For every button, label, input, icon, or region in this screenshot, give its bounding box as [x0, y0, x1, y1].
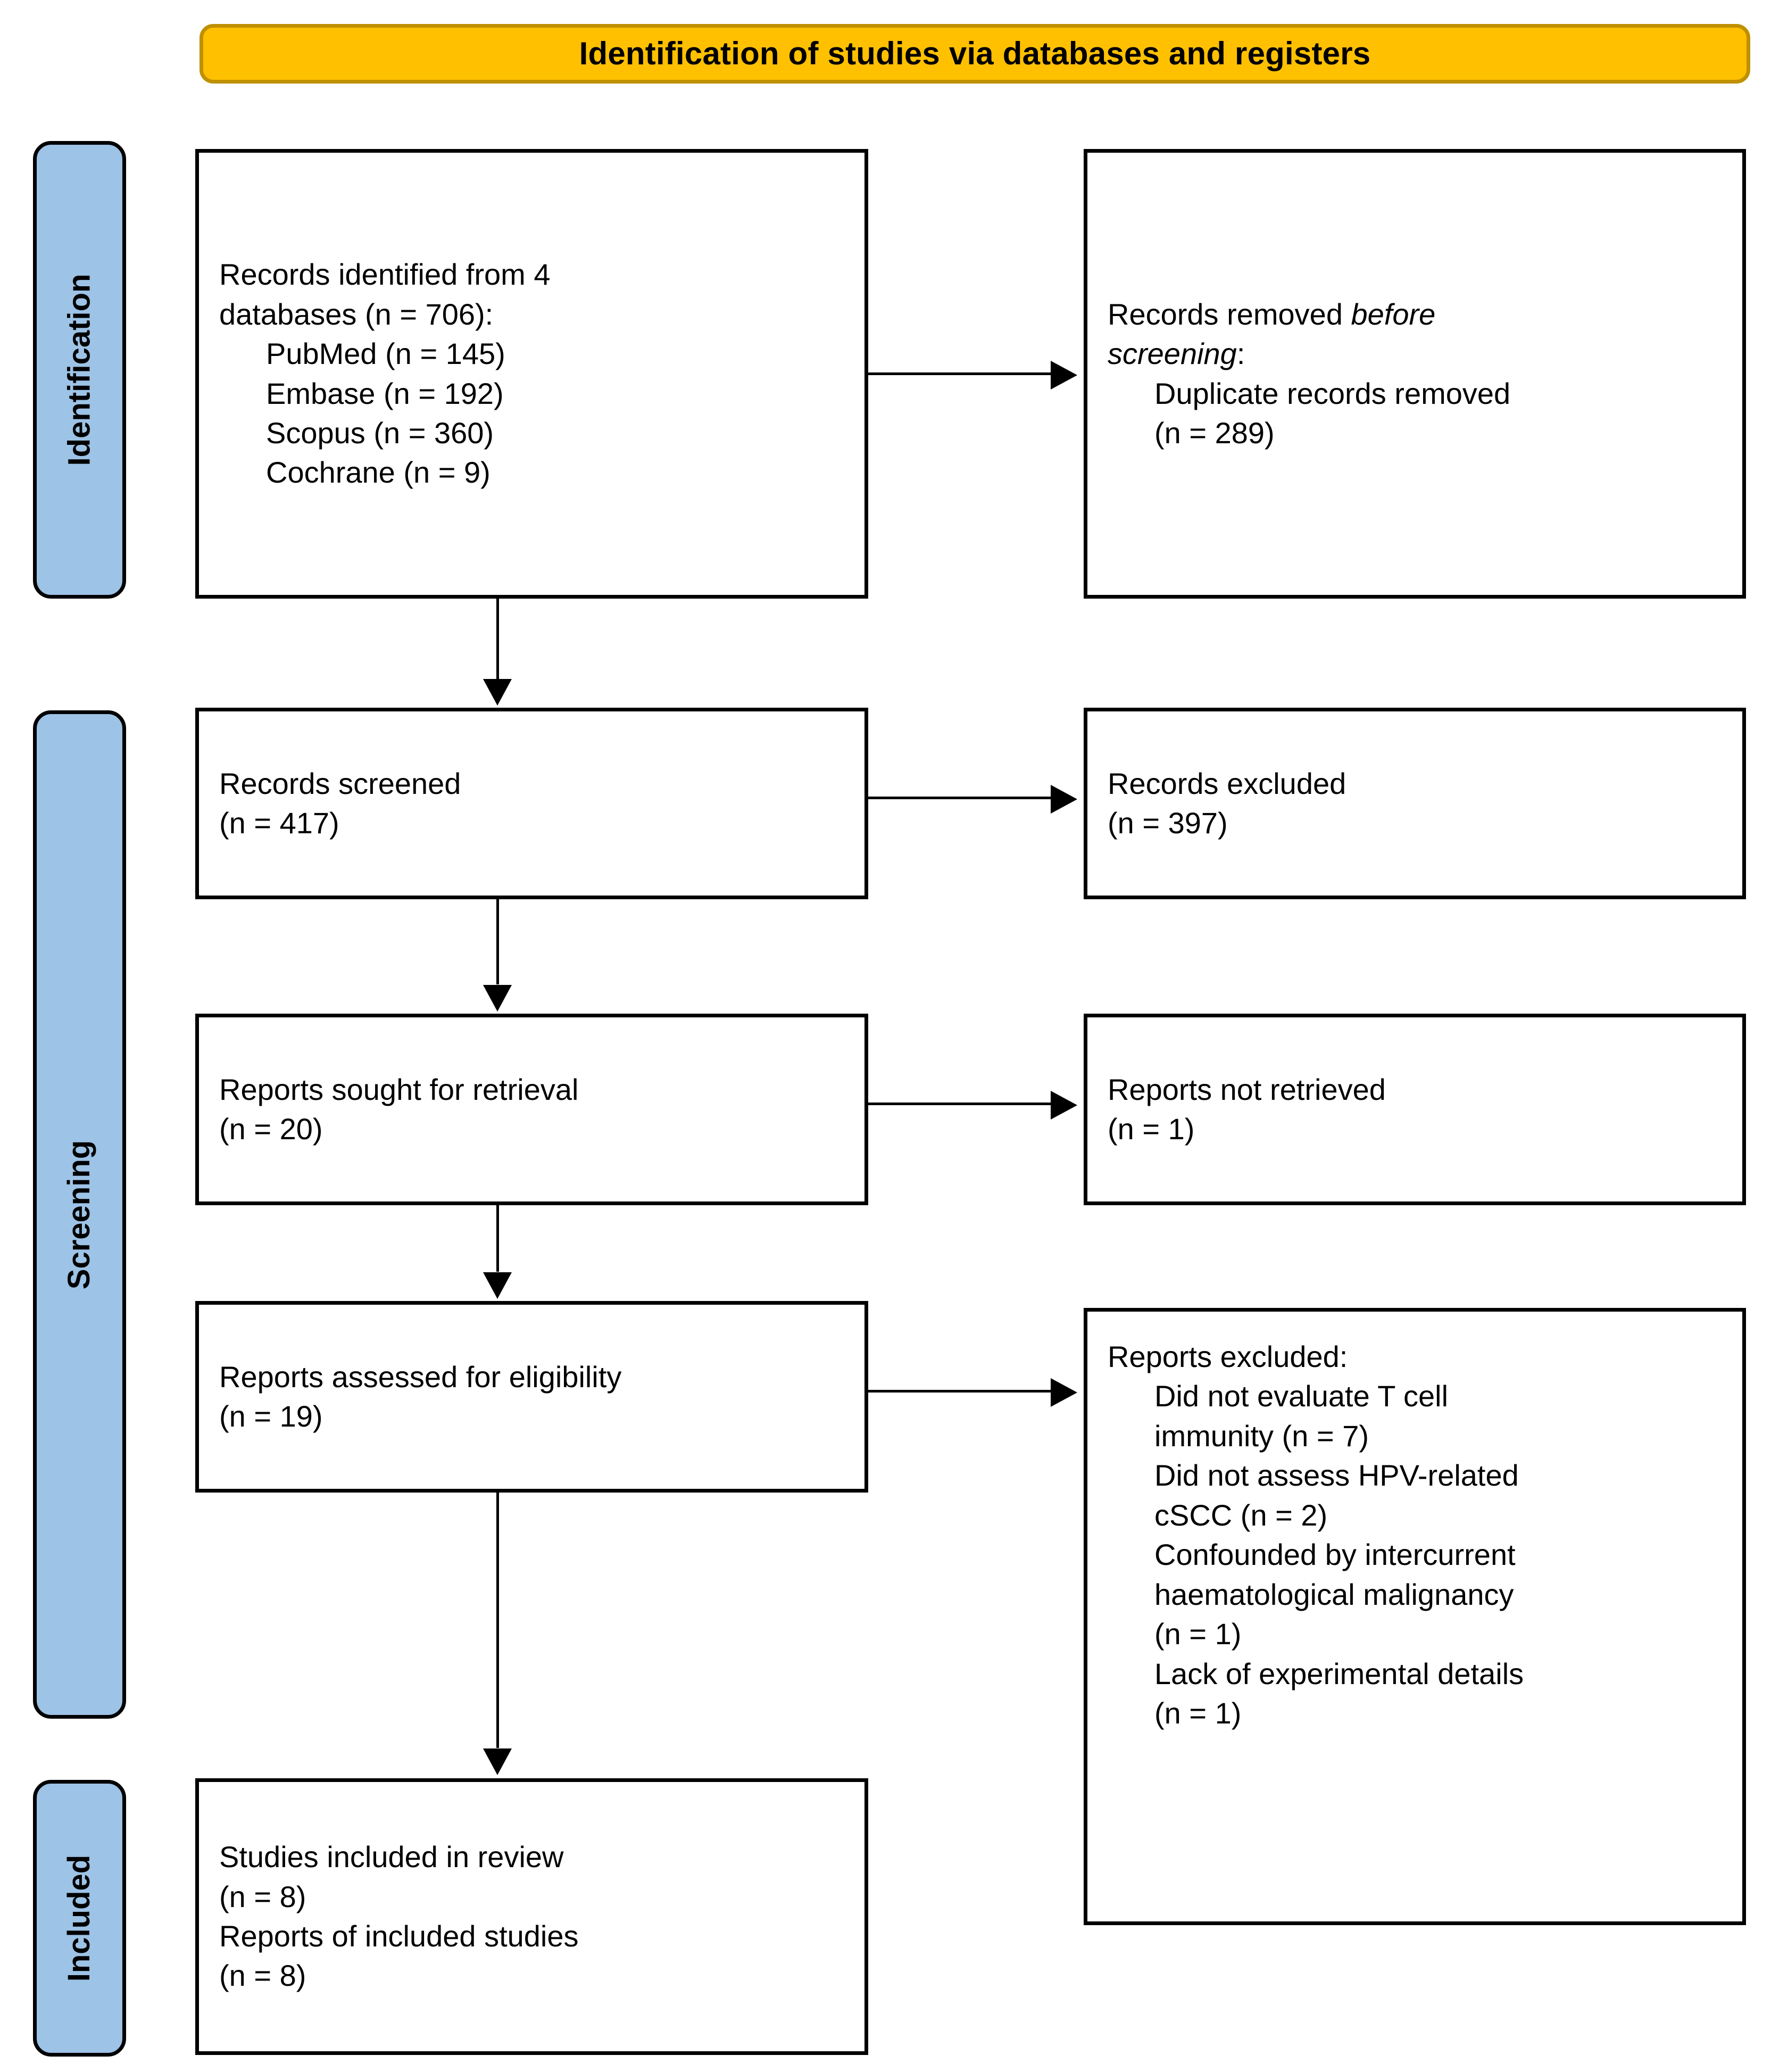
reports-not-retrieved-count: (n = 1): [1108, 1112, 1195, 1146]
box-records-screened: Records screened (n = 417): [195, 708, 868, 899]
records-removed-heading-pre: Records removed: [1108, 297, 1351, 331]
diagram-header-banner: Identification of studies via databases …: [199, 24, 1750, 84]
connector-identified-to-screened-line: [496, 599, 499, 681]
records-screened-label: Records screened: [219, 766, 461, 800]
reports-included-label: Reports of included studies: [219, 1919, 579, 1953]
exclusion-reason-hpv-line2: cSCC (n = 2): [1154, 1498, 1328, 1532]
records-excluded-label: Records excluded: [1108, 766, 1346, 800]
exclusion-reason-confounded-line2: haematological malignancy: [1154, 1577, 1514, 1611]
reports-included-count: (n = 8): [219, 1959, 306, 1993]
stage-label-screening: Screening: [33, 710, 126, 1719]
duplicate-records-removed-count: (n = 289): [1154, 416, 1275, 450]
arrow-down-icon-identified-to-screened: [483, 679, 512, 706]
exclusion-reason-details-line2: (n = 1): [1154, 1696, 1242, 1730]
arrow-down-icon-assessed-to-included: [483, 1748, 512, 1775]
box-reports-excluded-reasons: Reports excluded: Did not evaluate T cel…: [1084, 1308, 1746, 1925]
box-reports-assessed-for-eligibility: Reports assessed for eligibility (n = 19…: [195, 1301, 868, 1493]
stage-label-identification-text: Identification: [62, 273, 97, 466]
reports-excluded-heading: Reports excluded:: [1108, 1340, 1348, 1373]
reports-not-retrieved-label: Reports not retrieved: [1108, 1072, 1386, 1106]
connector-sought-to-not-retrieved-line: [868, 1103, 1052, 1105]
connector-sought-to-assessed-line: [496, 1205, 499, 1272]
connector-assessed-to-reports-excluded-line: [868, 1390, 1052, 1393]
arrow-down-icon-sought-to-assessed: [483, 1272, 512, 1299]
reports-assessed-label: Reports assessed for eligibility: [219, 1360, 622, 1394]
records-screened-count: (n = 417): [219, 806, 339, 840]
studies-included-label: Studies included in review: [219, 1840, 564, 1874]
box-studies-included: Studies included in review (n = 8) Repor…: [195, 1778, 868, 2055]
connector-screened-to-sought-line: [496, 899, 499, 984]
exclusion-reason-confounded-line1: Confounded by intercurrent: [1154, 1538, 1516, 1572]
stage-label-identification: Identification: [33, 141, 126, 599]
records-excluded-count: (n = 397): [1108, 806, 1228, 840]
arrow-right-icon-assessed-to-reports-excluded: [1051, 1378, 1077, 1407]
box-records-excluded: Records excluded (n = 397): [1084, 708, 1746, 899]
records-identified-heading-line2: databases (n = 706):: [219, 297, 494, 331]
records-removed-heading-emphasis: before: [1351, 297, 1436, 331]
source-embase: Embase (n = 192): [266, 376, 504, 410]
arrow-right-icon-screened-to-excluded: [1051, 785, 1077, 814]
records-removed-heading2-post: :: [1236, 337, 1245, 371]
exclusion-reason-hpv-line1: Did not assess HPV-related: [1154, 1458, 1519, 1493]
diagram-title: Identification of studies via databases …: [579, 36, 1371, 71]
records-removed-heading-line1: Records removed before: [1108, 295, 1722, 334]
studies-included-count: (n = 8): [219, 1879, 306, 1913]
reports-sought-count: (n = 20): [219, 1112, 323, 1146]
source-pubmed: PubMed (n = 145): [266, 337, 505, 371]
duplicate-records-removed-label: Duplicate records removed: [1154, 376, 1511, 410]
arrow-right-icon-identified-to-removed: [1051, 361, 1077, 389]
records-identified-heading-line1: Records identified from 4: [219, 258, 551, 292]
source-scopus: Scopus (n = 360): [266, 416, 494, 450]
stage-label-included-text: Included: [62, 1854, 97, 1982]
connector-screened-to-excluded-line: [868, 797, 1052, 799]
exclusion-reason-tcell-line2: immunity (n = 7): [1154, 1419, 1369, 1453]
records-removed-heading-line2: screening:: [1108, 334, 1722, 374]
reports-assessed-count: (n = 19): [219, 1399, 323, 1433]
box-reports-not-retrieved: Reports not retrieved (n = 1): [1084, 1014, 1746, 1205]
exclusion-reason-confounded-line3: (n = 1): [1154, 1617, 1242, 1651]
box-reports-sought-for-retrieval: Reports sought for retrieval (n = 20): [195, 1014, 868, 1205]
stage-label-included: Included: [33, 1780, 126, 2057]
connector-assessed-to-included-line: [496, 1493, 499, 1748]
arrow-down-icon-screened-to-sought: [483, 985, 512, 1012]
box-records-identified: Records identified from 4 databases (n =…: [195, 149, 868, 599]
exclusion-reason-details-line1: Lack of experimental details: [1154, 1656, 1524, 1690]
exclusion-reason-tcell-line1: Did not evaluate T cell: [1154, 1379, 1449, 1413]
arrow-right-icon-sought-to-not-retrieved: [1051, 1091, 1077, 1120]
box-records-removed-before-screening: Records removed before screening: Duplic…: [1084, 149, 1746, 599]
connector-identified-to-removed-line: [868, 372, 1052, 375]
stage-label-screening-text: Screening: [62, 1140, 97, 1289]
records-removed-heading2-emphasis: screening: [1108, 337, 1237, 371]
source-cochrane: Cochrane (n = 9): [266, 455, 490, 490]
reports-sought-label: Reports sought for retrieval: [219, 1072, 579, 1106]
